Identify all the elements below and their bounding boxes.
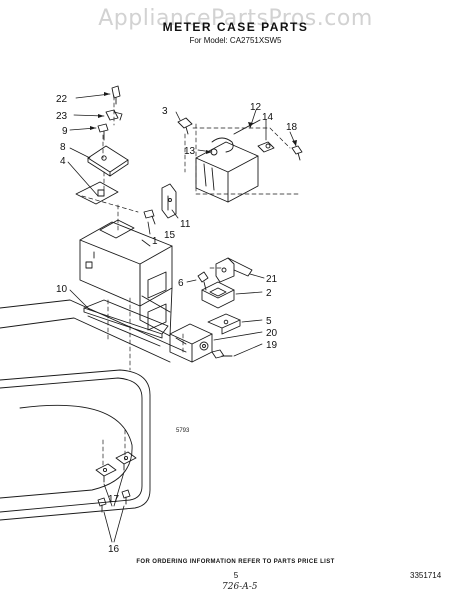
part-17-bracket-left: [95, 463, 117, 483]
part-8-plate: [87, 145, 129, 177]
callout-6: 6: [178, 278, 184, 289]
part-14-knob: [257, 141, 275, 153]
watermark-text: AppliancePartsPros.com: [98, 6, 373, 31]
callout-21: 21: [266, 274, 278, 285]
callout-10: 10: [56, 284, 68, 295]
callout-16: 16: [108, 544, 120, 555]
callout-11: 11: [180, 219, 191, 230]
part-12-switch-housing: [195, 141, 259, 203]
callout-5: 5: [266, 316, 272, 327]
part-3-screw: [177, 117, 193, 135]
part-1-meter-case: [79, 219, 173, 337]
part-9-screw: [97, 123, 109, 141]
callout-19: 19: [266, 340, 278, 351]
callout-labels: 22 23 9 8 4 3 12 14 18 13 11 15 1 6 21 2…: [56, 94, 298, 555]
callout-13: 13: [184, 146, 196, 157]
callout-14: 14: [262, 112, 274, 123]
callout-3: 3: [162, 106, 168, 117]
callout-15: 15: [164, 230, 176, 241]
part-11-bracket: [161, 183, 177, 219]
part-21-bracket: [215, 257, 253, 283]
callout-12: 12: [250, 102, 262, 113]
callout-8: 8: [60, 142, 66, 153]
ordering-note: FOR ORDERING INFORMATION REFER TO PARTS …: [136, 559, 335, 565]
part-17-bracket-right: [115, 451, 137, 471]
page-number: 5: [233, 571, 239, 580]
callout-22: 22: [56, 94, 68, 105]
part-16-screw-left: [97, 497, 107, 513]
part-22-indicator: [111, 85, 121, 105]
model-line: For Model: CA2751XSW5: [189, 36, 282, 45]
part-18-screw: [291, 145, 303, 161]
part-15-screw: [143, 209, 156, 225]
part-12-wire: [233, 119, 261, 135]
callout-18: 18: [286, 122, 298, 133]
page-title: METER CASE PARTS: [162, 20, 309, 34]
part-16-screw-right: [121, 489, 131, 505]
callout-23: 23: [56, 111, 68, 122]
part-5-bracket: [207, 313, 241, 335]
callout-20: 20: [266, 328, 278, 339]
part-23-clip: [105, 109, 123, 121]
callout-1: 1: [152, 236, 158, 247]
document-number: 3351714: [410, 571, 442, 580]
part-2-housing: [201, 281, 235, 309]
handwritten-note: 726-A-5: [222, 582, 258, 592]
callout-17: 17: [108, 494, 120, 505]
part-19-screw: [211, 349, 233, 359]
part-20-timer-motor: [169, 323, 213, 363]
part-4-bracket: [75, 181, 119, 205]
leader-arrowheads: [90, 92, 297, 154]
callout-4: 4: [60, 156, 66, 167]
part-10-base-plate: [83, 299, 169, 347]
callout-9: 9: [62, 126, 68, 137]
drawing-code: 5793: [176, 428, 190, 434]
washer-top-panel: [0, 299, 187, 521]
leader-lines: [67, 93, 297, 543]
part-13-switch: [210, 137, 234, 156]
callout-2: 2: [266, 288, 272, 299]
